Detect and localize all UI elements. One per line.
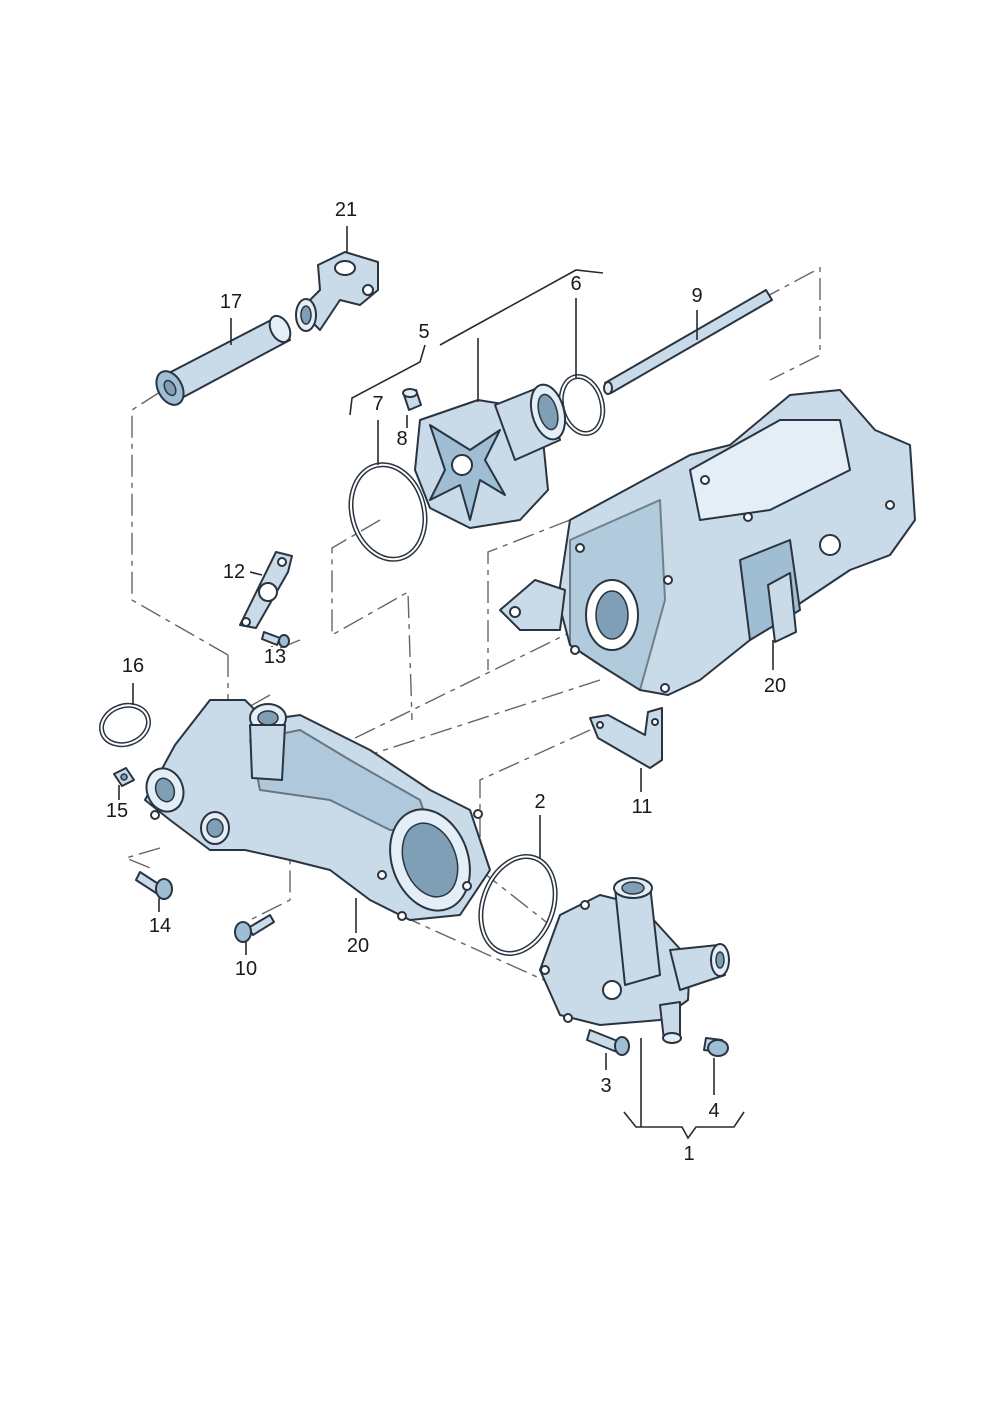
callout-10: 10 (235, 958, 257, 980)
rod-9 (603, 289, 773, 395)
pump-housing-1 (539, 877, 730, 1044)
callout-17: 17 (220, 291, 242, 313)
callout-1: 1 (683, 1143, 694, 1165)
callout-14: 14 (149, 915, 171, 937)
callout-20-lower: 20 (347, 935, 369, 957)
callout-labels: 21 17 5 6 9 7 8 12 13 16 15 20 11 2 14 2… (106, 199, 786, 1165)
callout-8: 8 (396, 428, 407, 450)
callout-5: 5 (418, 321, 429, 343)
callout-15: 15 (106, 800, 128, 822)
callout-21: 21 (335, 199, 357, 221)
water-pump-5 (414, 383, 567, 529)
callout-11: 11 (632, 796, 653, 818)
callout-16: 16 (122, 655, 144, 677)
bolt-4 (703, 1037, 729, 1057)
callout-2: 2 (534, 791, 545, 813)
o-ring-7 (348, 462, 428, 562)
sleeve-8 (402, 388, 422, 411)
callout-9: 9 (691, 285, 702, 307)
callout-4: 4 (708, 1100, 719, 1122)
callout-12: 12 (223, 561, 245, 583)
o-ring-16 (99, 702, 151, 748)
callout-6: 6 (570, 273, 581, 295)
callout-13: 13 (264, 646, 286, 668)
leader-lines (118, 226, 774, 1140)
bolt-14 (135, 871, 173, 900)
gasket-12 (239, 551, 293, 629)
o-ring-2 (478, 854, 558, 956)
callout-7: 7 (372, 393, 383, 415)
bolt-10 (234, 914, 275, 943)
engine-block-20 (499, 389, 916, 696)
nut-15 (113, 767, 135, 787)
coolant-housing-20 (144, 699, 491, 921)
callout-3: 3 (600, 1075, 611, 1097)
bolt-3 (586, 1029, 630, 1056)
bolt-13 (261, 631, 290, 648)
bracket-11 (589, 707, 663, 769)
coolant-pipe-17 (155, 314, 292, 406)
callout-20-upper: 20 (764, 675, 786, 697)
elbow-fitting-21 (295, 251, 379, 332)
